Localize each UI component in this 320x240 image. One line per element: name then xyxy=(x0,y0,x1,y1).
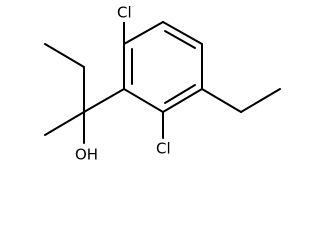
ring-bond-c2-c3 xyxy=(162,21,203,45)
label-mask-hydroxyl xyxy=(74,144,104,164)
bond-c4-ethyl xyxy=(201,88,242,113)
atom-label-hydroxyl: OH xyxy=(75,146,98,164)
bond-ch2-ch3 xyxy=(44,43,85,68)
bond-ethyl-ch2-ch3 xyxy=(240,88,281,113)
bond-quaternary-methyl xyxy=(44,111,85,136)
ring-double-bond-lower xyxy=(164,84,196,104)
bond-c6-quaternary-carbon xyxy=(83,88,125,113)
ring-bond-c1-c2 xyxy=(123,21,164,45)
atom-label-cl-top: Cl xyxy=(117,4,132,22)
bonds xyxy=(44,21,281,144)
ring-double-bond-top xyxy=(164,30,196,49)
ring-bond-c5-c6 xyxy=(123,88,164,113)
atom-labels: Cl Cl OH xyxy=(74,4,181,164)
label-mask-cl-bottom xyxy=(155,139,181,158)
molecule-structure-diagram: Cl Cl OH xyxy=(44,4,281,164)
ring-bond-c4-c5 xyxy=(162,88,203,113)
atom-label-cl-bottom: Cl xyxy=(156,140,171,158)
label-mask-cl-top xyxy=(116,4,142,22)
